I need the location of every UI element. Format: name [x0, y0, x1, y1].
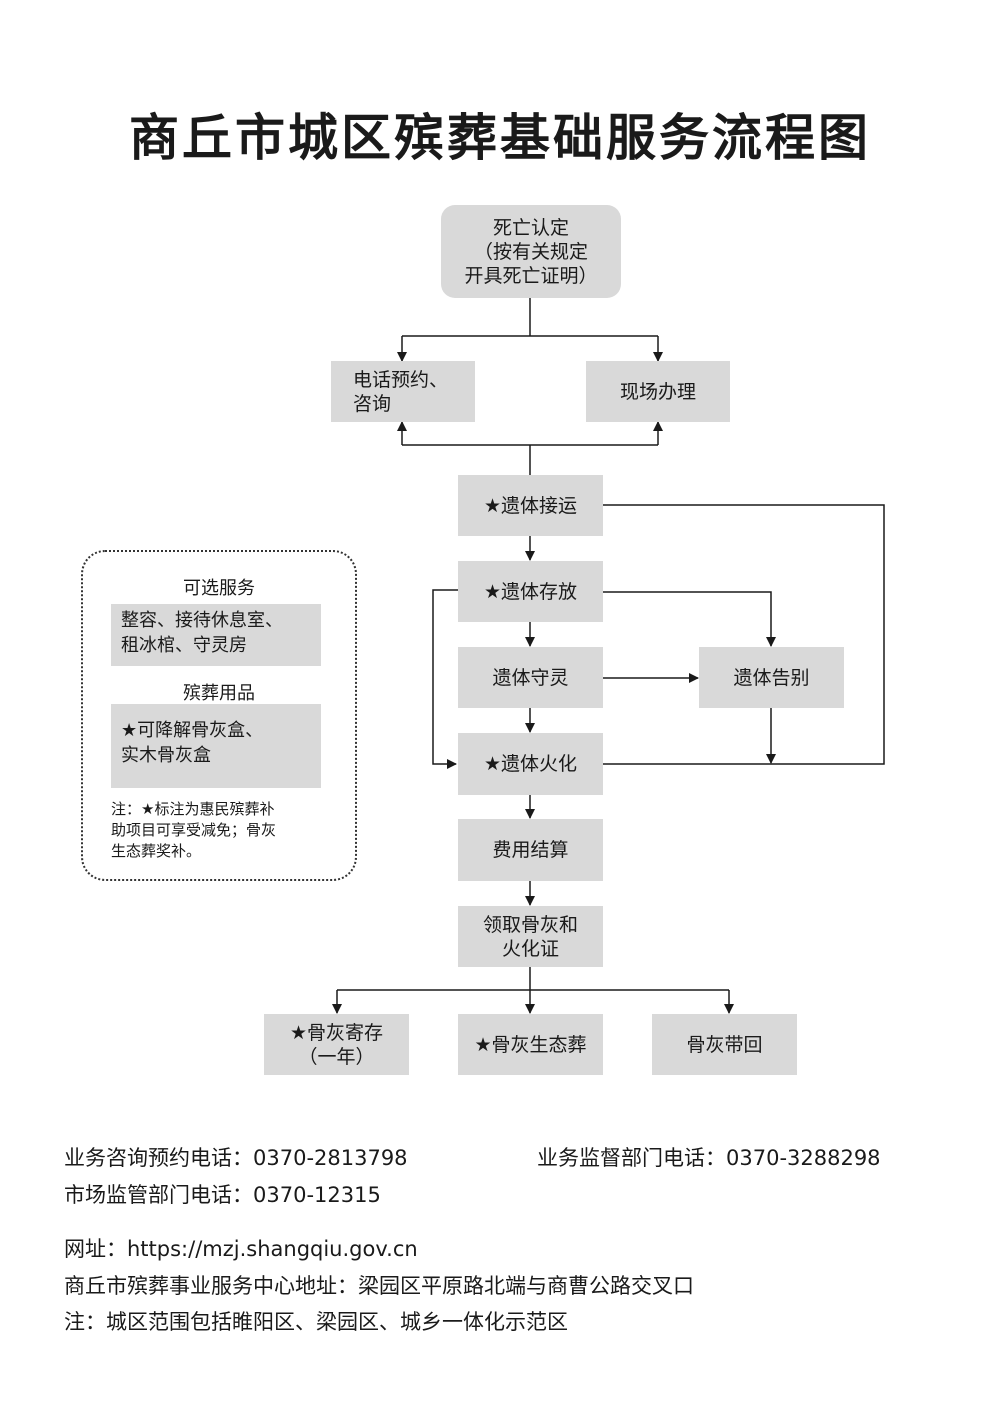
ash-storage-box: ★骨灰寄存 （一年） — [264, 1014, 409, 1075]
market-supervision-phone: 市场监管部门电话：0370-12315 — [64, 1183, 381, 1207]
center-address: 商丘市殡葬事业服务中心地址：梁园区平原路北端与商曹公路交叉口 — [64, 1274, 694, 1298]
optional-services-panel: 可选服务 整容、接待休息室、 租冰棺、守灵房 殡葬用品 ★可降解骨灰盒、 实木骨… — [81, 550, 357, 881]
onsite-handling-box: 现场办理 — [586, 361, 730, 422]
funeral-supplies-list: ★可降解骨灰盒、 实木骨灰盒 — [111, 704, 321, 788]
body-cremation-box: ★遗体火化 — [458, 733, 603, 795]
body-storage-box: ★遗体存放 — [458, 561, 603, 622]
optional-services-title: 可选服务 — [183, 578, 255, 599]
body-farewell-box: 遗体告别 — [699, 647, 844, 708]
page-title: 商丘市城区殡葬基础服务流程图 — [129, 109, 871, 167]
phone-booking-box: 电话预约、 咨询 — [331, 361, 475, 422]
eco-burial-box: ★骨灰生态葬 — [458, 1014, 603, 1075]
fee-settlement-box: 费用结算 — [458, 819, 603, 881]
body-vigil-box: 遗体守灵 — [458, 647, 603, 708]
subsidy-note: 注：★标注为惠民殡葬补 助项目可享受减免；骨灰 生态葬奖补。 — [111, 800, 277, 860]
consult-phone: 业务咨询预约电话：0370-2813798 — [64, 1146, 408, 1170]
optional-services-list: 整容、接待休息室、 租冰棺、守灵房 — [111, 604, 321, 666]
scope-note: 注：城区范围包括睢阳区、梁园区、城乡一体化示范区 — [64, 1310, 568, 1334]
funeral-supplies-title: 殡葬用品 — [183, 683, 255, 704]
body-transport-box: ★遗体接运 — [458, 475, 603, 536]
website: 网址：https://mzj.shangqiu.gov.cn — [64, 1237, 418, 1261]
take-ashes-home-box: 骨灰带回 — [652, 1014, 797, 1075]
supervision-phone: 业务监督部门电话：0370-3288298 — [537, 1146, 881, 1170]
collect-ashes-box: 领取骨灰和 火化证 — [458, 906, 603, 967]
death-confirmation-box: 死亡认定 （按有关规定 开具死亡证明） — [441, 205, 621, 298]
